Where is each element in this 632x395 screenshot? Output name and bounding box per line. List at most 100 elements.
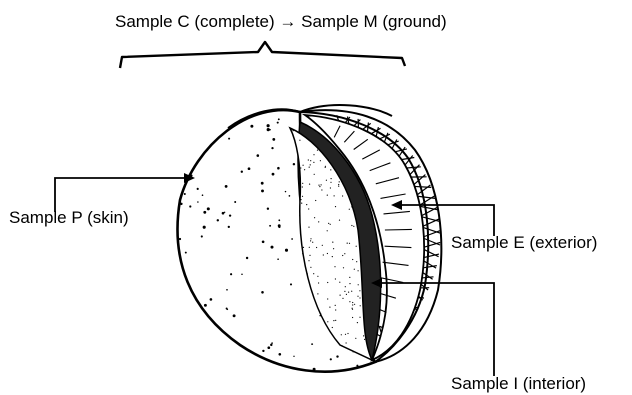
pulp-dot — [356, 246, 357, 247]
pulp-dot — [321, 189, 322, 190]
pulp-dot — [310, 164, 311, 165]
pulp-dot — [316, 247, 317, 248]
pulp-dot — [321, 184, 322, 185]
pulp-dot — [335, 320, 336, 321]
skin-speckle — [250, 125, 253, 128]
pulp-dot — [342, 255, 343, 256]
skin-speckle — [270, 369, 273, 372]
skin-speckle — [356, 365, 358, 367]
skin-speckle — [181, 312, 183, 314]
pulp-dot — [301, 203, 302, 204]
pulp-dot — [352, 259, 353, 260]
pulp-dot — [339, 220, 340, 221]
pulp-dot — [330, 182, 331, 183]
skin-speckle — [194, 345, 196, 347]
pulp-dot — [313, 162, 314, 163]
pulp-dot — [332, 327, 333, 328]
pulp-dot — [349, 277, 350, 278]
skin-speckle — [270, 344, 272, 346]
skin-speckle — [336, 355, 338, 357]
pulp-dot — [341, 334, 342, 335]
skin-speckle — [197, 201, 199, 203]
skin-speckle — [228, 226, 230, 228]
pulp-dot — [334, 195, 335, 196]
pulp-dot — [343, 267, 344, 268]
arrow-right-icon: → — [279, 12, 296, 31]
pulp-dot — [329, 307, 330, 308]
top-bracket — [120, 42, 405, 68]
pulp-dot — [357, 296, 358, 297]
label-interior: Sample I (interior) — [451, 374, 586, 394]
skin-speckle — [285, 249, 288, 252]
pulp-dot — [309, 255, 310, 256]
skin-speckle — [313, 368, 316, 371]
pulp-dot — [314, 174, 315, 175]
pulp-dot — [344, 291, 345, 292]
pulp-dot — [338, 186, 339, 187]
pulp-dot — [317, 293, 318, 294]
pulp-dot — [346, 294, 347, 295]
pulp-dot — [327, 230, 328, 231]
pulp-dot — [335, 309, 336, 310]
skin-speckle — [269, 225, 271, 227]
pulp-dot — [303, 165, 304, 166]
pulp-dot — [319, 186, 320, 187]
skin-speckle — [277, 167, 280, 170]
skin-speckle — [217, 219, 219, 221]
pulp-dot — [332, 242, 333, 243]
skin-speckle — [278, 226, 280, 228]
pulp-dot — [330, 224, 331, 225]
pulp-dot — [351, 291, 352, 292]
skin-speckle — [291, 238, 293, 240]
pulp-dot — [345, 286, 346, 287]
pulp-dot — [310, 160, 311, 161]
pulp-dot — [349, 209, 350, 210]
skin-speckle — [271, 246, 274, 249]
skin-speckle — [201, 235, 203, 237]
pulp-dot — [356, 261, 357, 262]
pulp-dot — [351, 225, 352, 226]
pulp-dot — [338, 184, 339, 185]
skin-speckle — [272, 173, 275, 176]
skin-speckle — [293, 356, 294, 357]
pulp-dot — [317, 276, 318, 277]
skin-speckle — [203, 226, 206, 229]
skin-speckle — [277, 122, 279, 124]
skin-speckle — [289, 195, 291, 197]
pulp-dot — [300, 199, 301, 200]
skin-speckle — [203, 211, 206, 214]
skin-speckle — [226, 308, 228, 310]
pulp-dot — [323, 254, 324, 255]
pulp-dot — [353, 226, 354, 227]
skin-speckle — [179, 238, 181, 240]
skin-speckle — [184, 193, 186, 195]
skin-speckle — [241, 171, 243, 173]
pulp-dot — [347, 243, 348, 244]
top-label: Sample C (complete) → Sample M (ground) — [115, 12, 447, 32]
skin-speckle — [261, 291, 264, 294]
pulp-dot — [310, 240, 311, 241]
skin-speckle — [293, 163, 295, 165]
pulp-dot — [309, 184, 310, 185]
skin-speckle — [257, 154, 260, 157]
skin-speckle — [248, 167, 251, 170]
skin-speckle — [225, 185, 228, 188]
pulp-dot — [359, 317, 360, 318]
skin-speckle — [261, 182, 264, 185]
skin-speckle — [224, 212, 225, 213]
skin-speckle — [241, 274, 243, 276]
pulp-dot — [352, 302, 353, 303]
pulp-dot — [339, 282, 340, 283]
label-complete: Sample C (complete) — [115, 12, 275, 31]
pulp-dot — [358, 270, 359, 271]
pulp-dot — [306, 204, 307, 205]
skin-speckle — [271, 147, 273, 149]
pulp-dot — [300, 167, 301, 168]
pulp-dot — [309, 247, 310, 248]
pulp-dot — [308, 159, 309, 160]
skin-speckle — [285, 191, 286, 192]
pulp-dot — [308, 227, 309, 228]
pulp-dot — [326, 180, 327, 181]
pulp-dot — [320, 160, 321, 161]
